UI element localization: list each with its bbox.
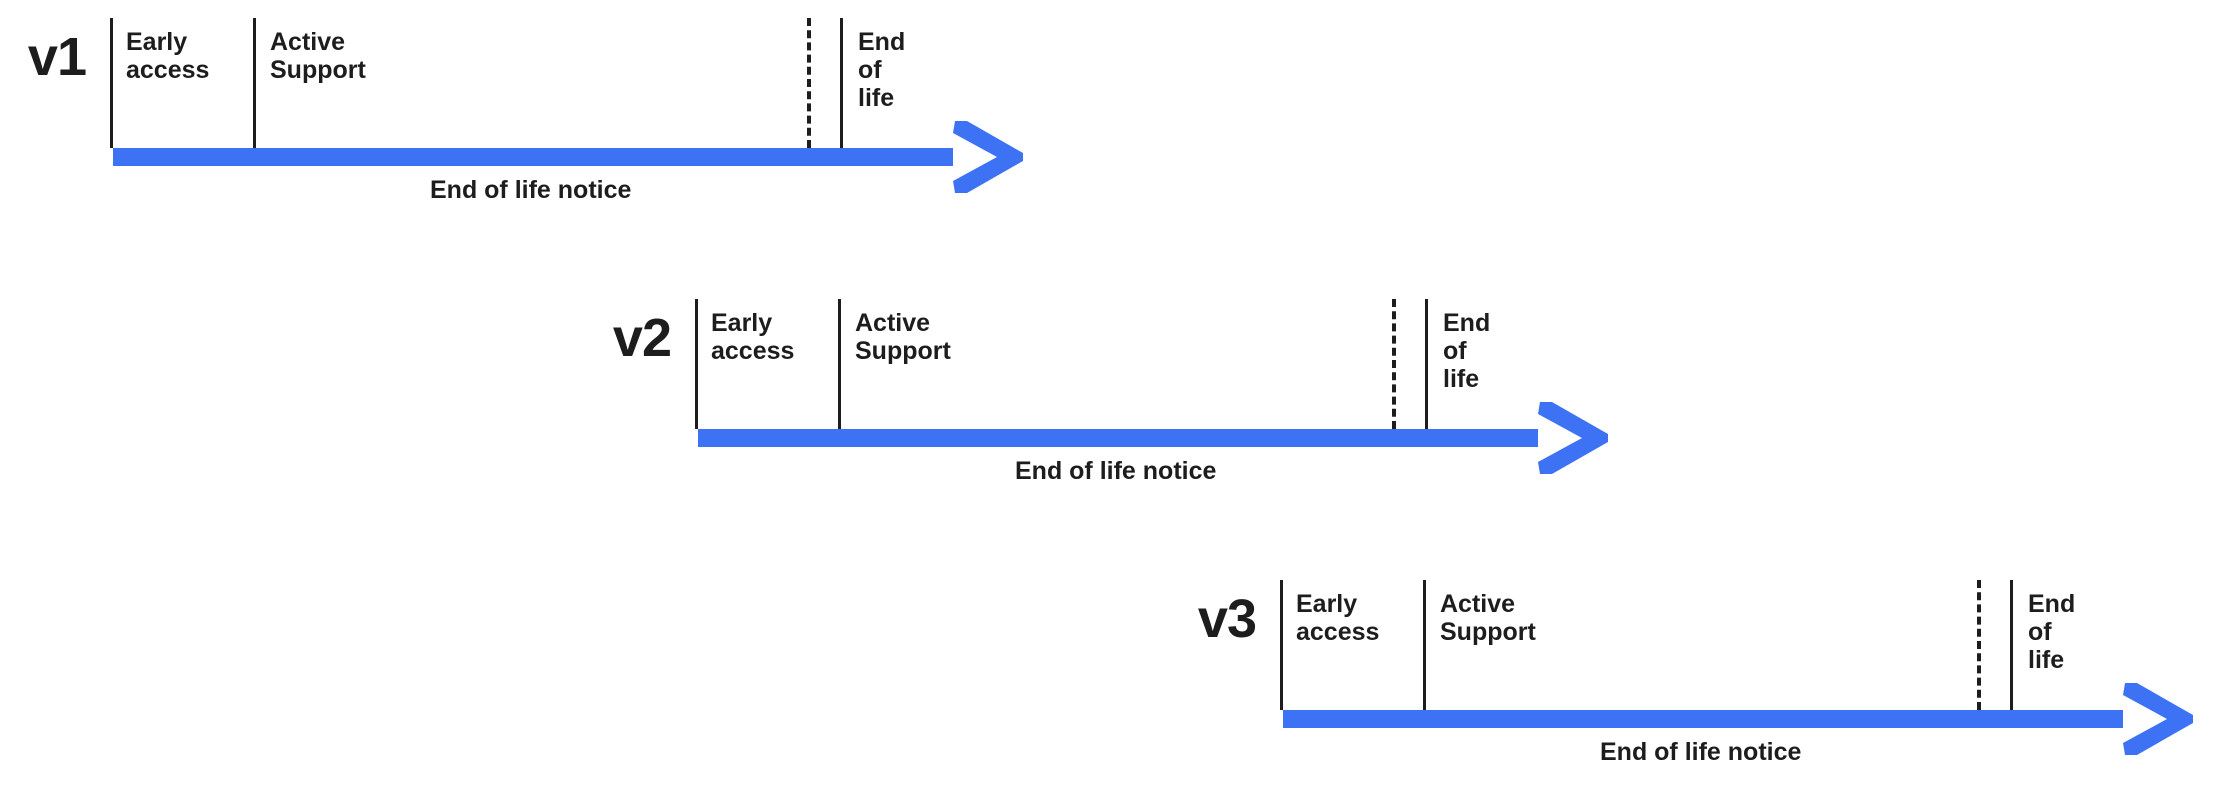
phase-label-end-of-life: End of life [858,28,906,112]
eol-notice-dashed-marker [1977,580,1981,710]
end-of-life-notice-label: End of life notice [1015,457,1217,485]
lifecycle-arrow-shaft [1283,710,2123,728]
phase-label-early-access: Early access [711,309,795,365]
lifecycle-arrow-shaft [113,148,953,166]
divider-track-start [695,299,698,429]
divider-end-of-life-start [2010,580,2013,710]
lifecycle-arrow-shaft [698,429,1538,447]
end-of-life-notice-label: End of life notice [1600,738,1802,766]
version-label: v1 [27,27,87,87]
phase-label-early-access: Early access [1296,590,1380,646]
phase-label-end-of-life: End of life [1443,309,1491,393]
version-label: v2 [612,308,672,368]
divider-track-start [110,18,113,148]
end-of-life-notice-label: End of life notice [430,176,632,204]
divider-early-access-end [1423,580,1426,710]
divider-track-start [1280,580,1283,710]
divider-early-access-end [253,18,256,148]
divider-end-of-life-start [840,18,843,148]
eol-notice-dashed-marker [1392,299,1396,429]
phase-label-early-access: Early access [126,28,210,84]
divider-early-access-end [838,299,841,429]
eol-notice-dashed-marker [807,18,811,148]
phase-label-active-support: Active Support [855,309,951,365]
version-label: v3 [1197,589,1257,649]
phase-label-active-support: Active Support [1440,590,1536,646]
phase-label-end-of-life: End of life [2028,590,2076,674]
phase-label-active-support: Active Support [270,28,366,84]
divider-end-of-life-start [1425,299,1428,429]
